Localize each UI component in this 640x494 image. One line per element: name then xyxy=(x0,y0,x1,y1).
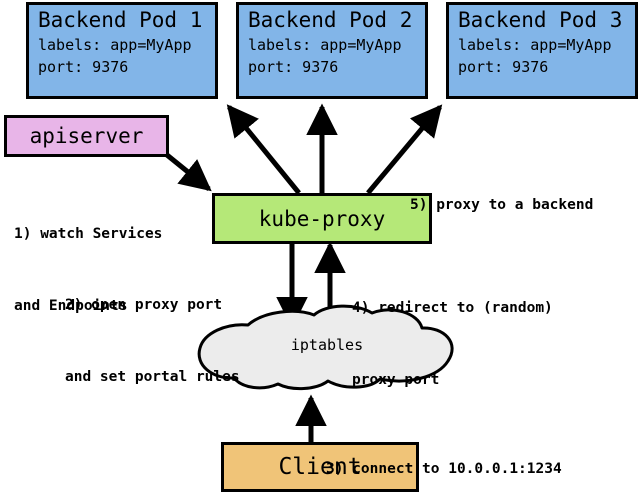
backend-pod-3-box[interactable]: Backend Pod 3 labels: app=MyApp port: 93… xyxy=(446,2,638,99)
edge-kube-proxy-to-pod-1 xyxy=(226,104,301,195)
cloud-shape-icon xyxy=(197,304,454,390)
step-1-line-1: 1) watch Services xyxy=(14,226,163,242)
step-3-line-1: 3) connect to 10.0.0.1:1234 xyxy=(326,461,562,477)
client-title: Client xyxy=(278,454,362,480)
backend-pod-1-port: port: 9376 xyxy=(38,58,129,76)
step-4-line-2: proxy port xyxy=(352,372,440,388)
edge-apiserver-to-kube-proxy xyxy=(165,153,212,192)
backend-pod-2-labels: labels: app=MyApp xyxy=(248,36,402,54)
step-2-line-2: and set portal rules xyxy=(65,369,240,385)
client-box[interactable]: Client xyxy=(221,442,419,492)
step-2-label: 2) open proxy port and set portal rules xyxy=(65,245,240,437)
kube-proxy-title: kube-proxy xyxy=(258,206,386,231)
step-2-line-1: 2) open proxy port xyxy=(65,297,223,313)
step-1-line-2: and Endpoints xyxy=(14,298,128,314)
backend-pod-2-title: Backend Pod 2 xyxy=(248,8,413,32)
backend-pod-3-port: port: 9376 xyxy=(458,58,549,76)
backend-pod-2-box[interactable]: Backend Pod 2 labels: app=MyApp port: 93… xyxy=(236,2,428,99)
step-4-line-1: 4) redirect to (random) xyxy=(352,300,553,316)
apiserver-box[interactable]: apiserver xyxy=(4,115,169,157)
step-5-line-1: 5) proxy to a backend xyxy=(410,197,594,213)
backend-pod-3-labels: labels: app=MyApp xyxy=(458,36,612,54)
edge-kube-proxy-to-pod-3 xyxy=(366,104,443,195)
backend-pod-1-labels: labels: app=MyApp xyxy=(38,36,192,54)
iptables-cloud[interactable]: iptables xyxy=(186,303,468,391)
iptables-label: iptables xyxy=(290,336,364,354)
backend-pod-3-title: Backend Pod 3 xyxy=(458,8,623,32)
apiserver-title: apiserver xyxy=(29,124,144,148)
backend-pod-1-box[interactable]: Backend Pod 1 labels: app=MyApp port: 93… xyxy=(26,2,218,99)
backend-pod-2-port: port: 9376 xyxy=(248,58,339,76)
backend-pod-1-title: Backend Pod 1 xyxy=(38,8,203,32)
step-1-label: 1) watch Services and Endpoints xyxy=(14,174,162,366)
step-4-label: 4) redirect to (random) proxy port xyxy=(352,248,553,440)
step-5-label: 5) proxy to a backend xyxy=(410,145,593,265)
step-3-label: 3) connect to 10.0.0.1:1234 xyxy=(326,409,562,494)
kube-proxy-box[interactable]: kube-proxy xyxy=(212,193,432,244)
